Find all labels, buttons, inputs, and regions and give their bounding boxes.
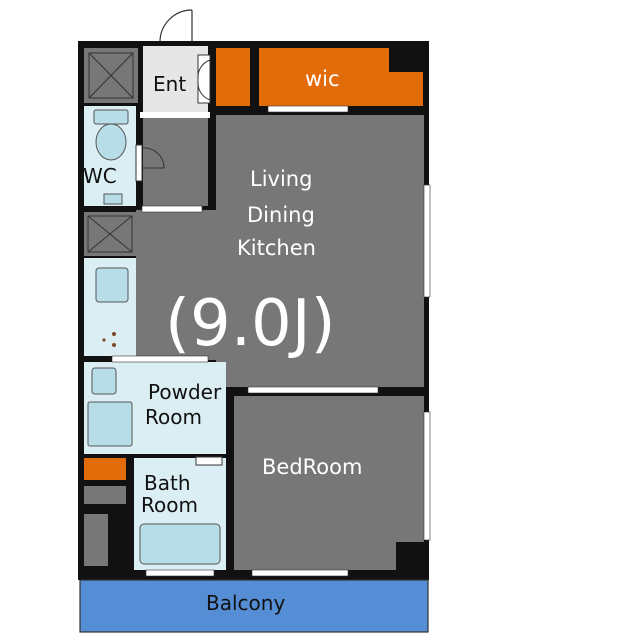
washing-machine-icon xyxy=(87,401,133,447)
entrance-label: Ent xyxy=(153,72,186,96)
powder-upper-door xyxy=(111,355,209,363)
entrance-step xyxy=(140,112,210,118)
balcony-area xyxy=(79,579,429,633)
bedroom-door xyxy=(247,386,379,394)
ldk-room xyxy=(216,115,424,387)
pipe-shaft xyxy=(84,486,126,504)
ldk-label-kitchen: Kitchen xyxy=(237,236,316,260)
wic-right-closet xyxy=(389,72,423,106)
pipe-shaft-lower xyxy=(84,514,108,566)
entrance-room xyxy=(143,46,208,116)
bath-label-2: Room xyxy=(141,493,198,517)
wic-room xyxy=(259,48,389,106)
wic-left-closet xyxy=(216,48,250,106)
wc-door xyxy=(135,144,165,182)
entrance-inner-door xyxy=(197,54,211,104)
ldk-east-window xyxy=(423,184,431,298)
toilet-icon xyxy=(93,109,129,161)
bedroom-room xyxy=(234,396,424,570)
bath-window xyxy=(145,569,215,577)
wic-door xyxy=(267,105,349,113)
balcony-label: Balcony xyxy=(206,591,285,615)
powder-washbasin-icon xyxy=(91,367,117,395)
bedroom-corner-column xyxy=(396,542,424,570)
bath-label-1: Bath xyxy=(144,471,191,495)
entrance-door-swing xyxy=(159,9,193,43)
bedroom-window xyxy=(251,569,349,577)
kitchen-sink-icon xyxy=(95,267,129,303)
kitchen-floor xyxy=(136,210,220,360)
entrance-hall xyxy=(143,116,208,206)
bath-door xyxy=(195,456,223,466)
bedroom-east-window xyxy=(423,411,431,541)
bedroom-label: BedRoom xyxy=(262,455,362,479)
ldk-label-living: Living xyxy=(250,167,312,191)
powder-label-2: Room xyxy=(145,405,202,429)
ldk-label-dining: Dining xyxy=(247,203,315,227)
fridge-cross-icon xyxy=(87,215,133,253)
wic-label: wic xyxy=(305,67,340,91)
closet-cross-icon xyxy=(88,52,134,99)
stove-burner-icon xyxy=(102,332,116,347)
ldk-size-label: (9.0J) xyxy=(165,287,336,361)
ldk-hall-door xyxy=(141,205,203,213)
bathtub-icon xyxy=(139,523,221,565)
powder-storage xyxy=(84,458,126,480)
wc-sink-icon xyxy=(103,193,123,205)
wc-label: WC xyxy=(83,164,117,188)
powder-label-1: Powder xyxy=(148,380,222,404)
